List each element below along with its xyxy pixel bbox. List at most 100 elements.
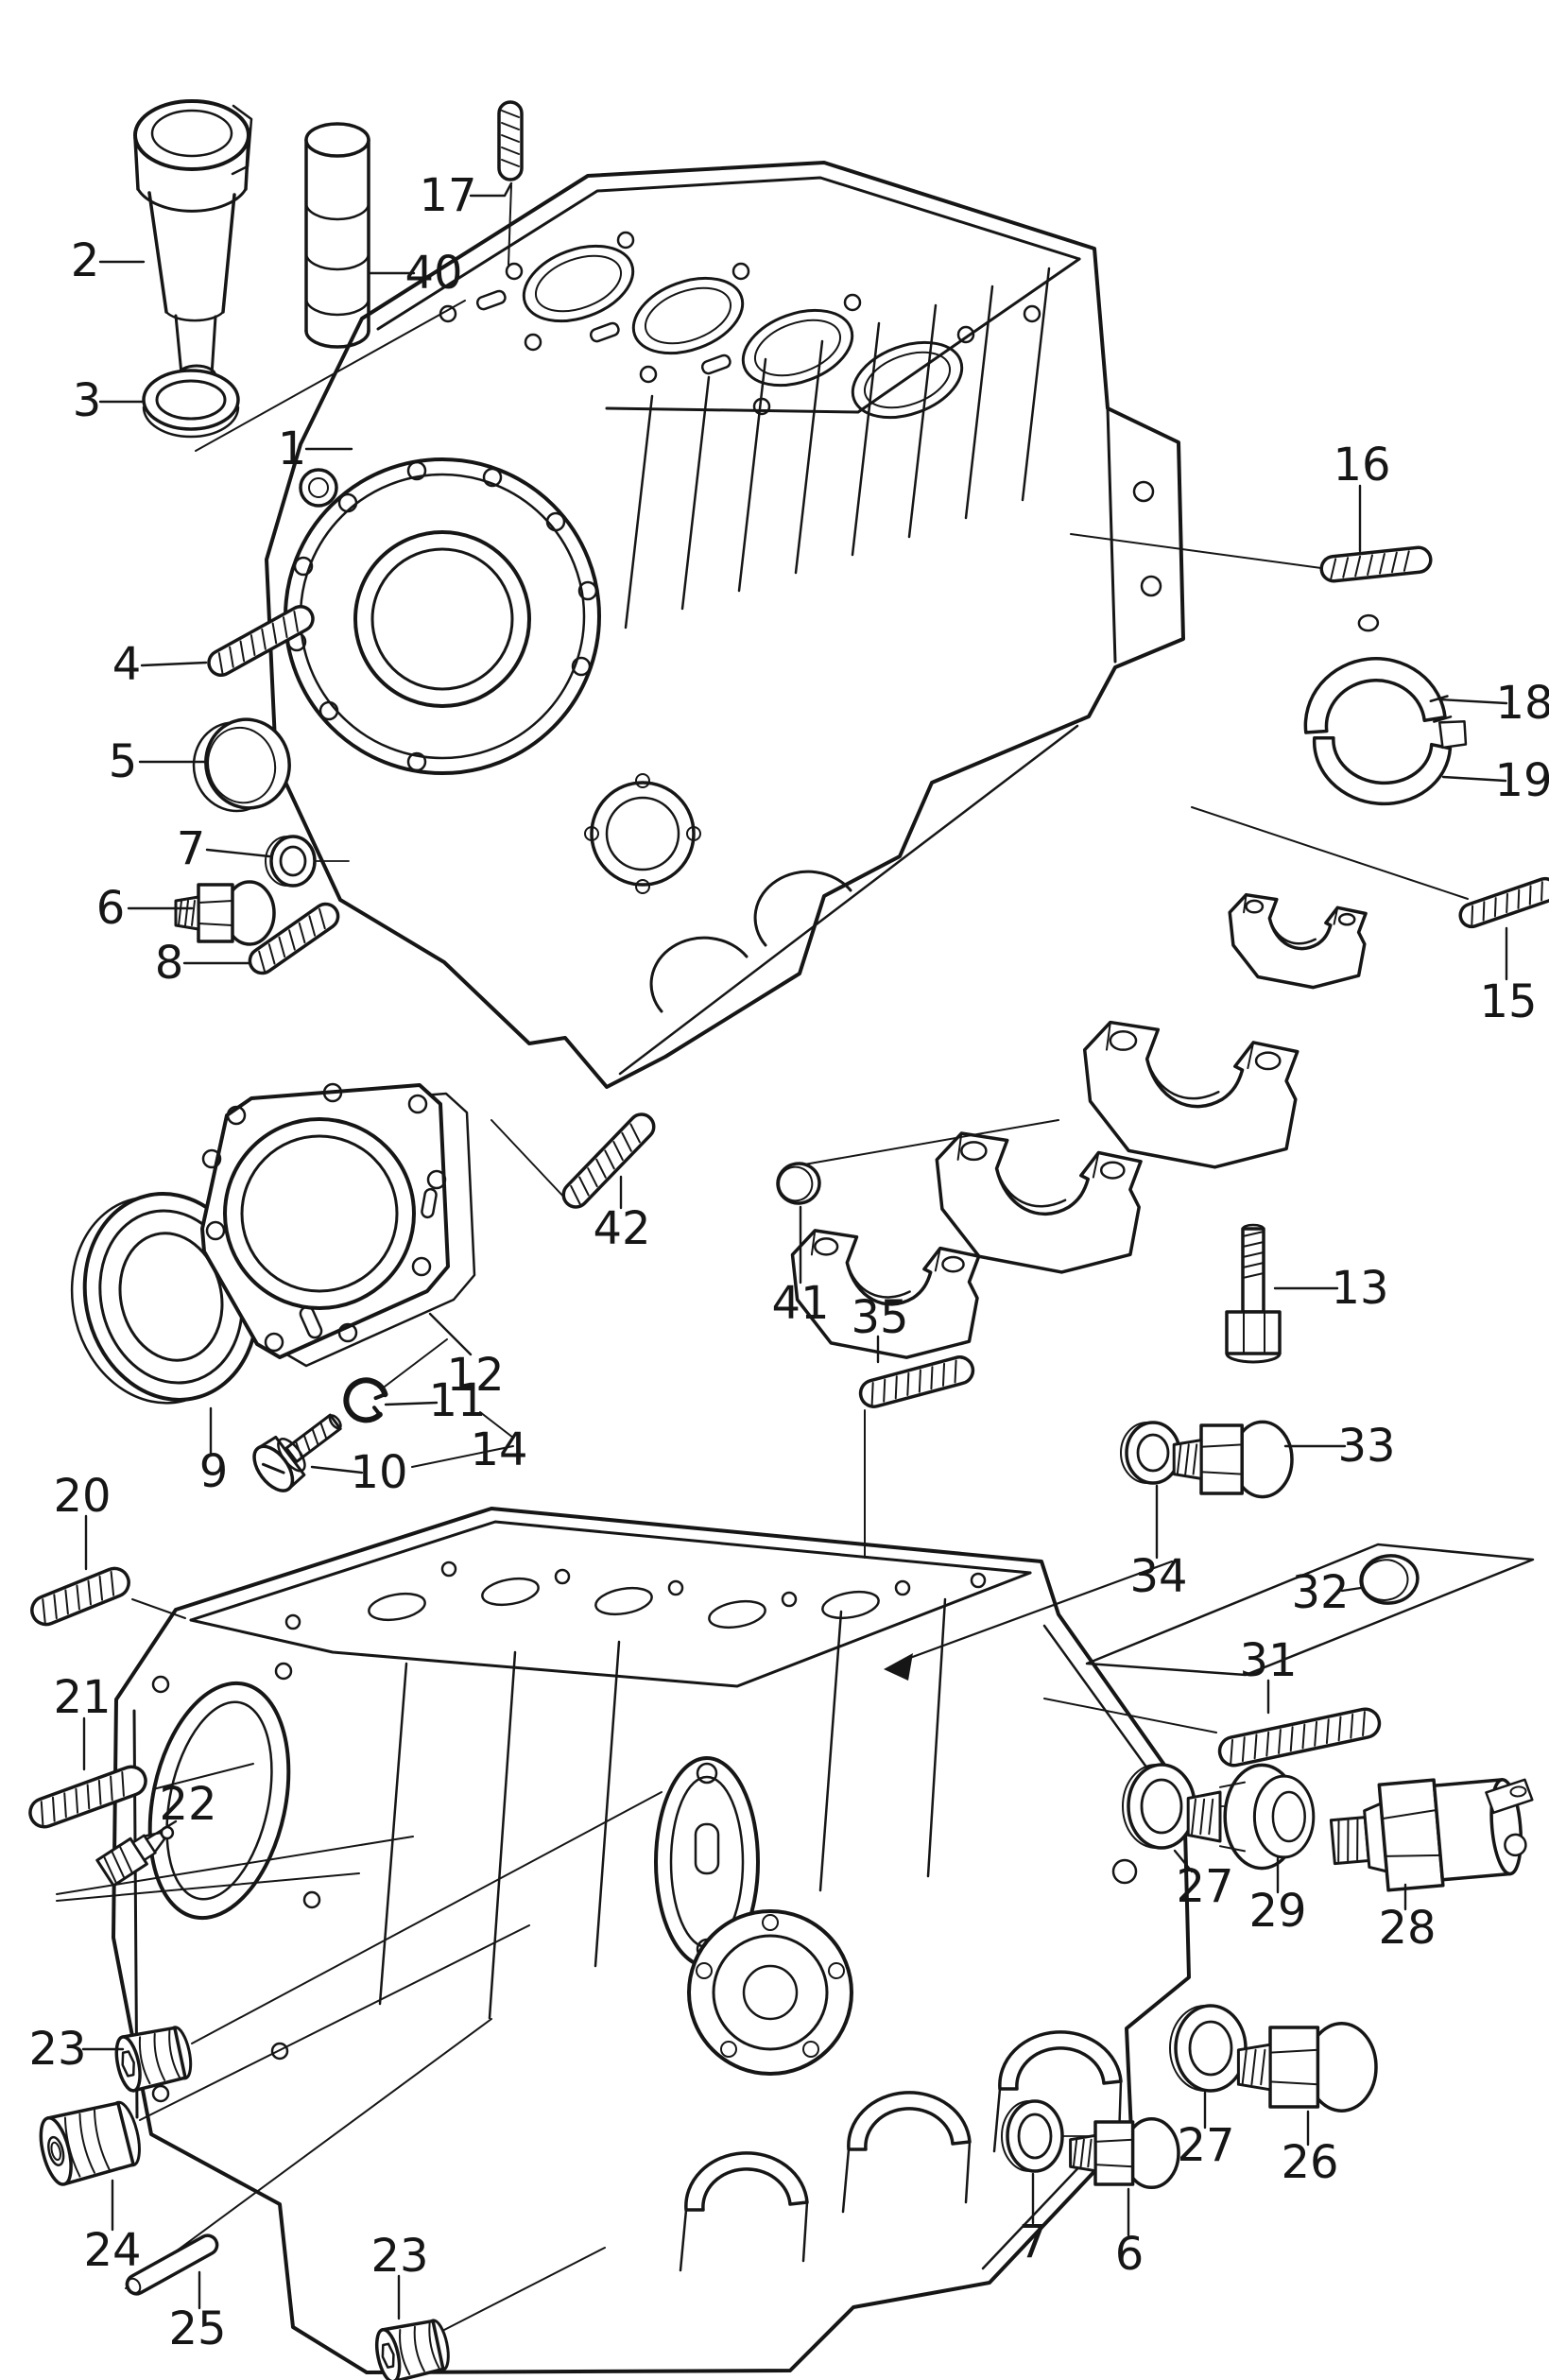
guide-line [444,2248,605,2330]
leader-line-10 [312,1467,362,1473]
part-plug-41 [775,1161,821,1206]
part-plug-29 [1188,1765,1314,1868]
part-plug-5 [184,711,299,820]
callout-18-bearing-shell-upper[interactable]: 18 [1495,677,1549,730]
part-cylinder-liner [135,101,251,387]
part-plug-33 [1174,1422,1292,1496]
leader-line-18 [1439,699,1506,703]
callout-40-liner-sleeve[interactable]: 40 [404,247,462,300]
guide-line [1044,1699,1216,1733]
pointer-line [900,1561,1172,1662]
callout-15-stud[interactable]: 15 [1479,975,1537,1028]
leader-line-27 [1175,1851,1192,1871]
callout-9-crankshaft-seal[interactable]: 9 [199,1445,229,1498]
part-plug-23b [372,2318,452,2380]
part-liner-seal-ring [144,371,238,437]
callout-22-oil-spray-jet[interactable]: 22 [159,1778,216,1831]
guide-line [381,1339,447,1389]
callout-27-seal-ring[interactable]: 27 [1177,2119,1234,2172]
callout-6-screw-plug[interactable]: 6 [96,882,126,935]
guide-line [132,1599,185,1618]
part-ring-7b [1002,2101,1106,2171]
leader-line-7 [207,850,269,856]
callout-17-stud[interactable]: 17 [419,169,476,222]
callout-3-liner-seal-ring[interactable]: 3 [73,374,102,427]
part-stud-17 [499,102,522,180]
guide-line [192,1792,662,2044]
callout-27-seal-ring[interactable]: 27 [1176,1860,1233,1913]
callout-11-retaining-clip[interactable]: 11 [428,1374,486,1427]
callout-10-screw[interactable]: 10 [350,1446,407,1499]
callout-35-stud[interactable]: 35 [851,1291,908,1344]
part-plug-23a [112,2024,195,2093]
callout-42-stud[interactable]: 42 [593,1202,650,1255]
callout-33-screw-plug[interactable]: 33 [1337,1420,1395,1473]
callout-20-stud[interactable]: 20 [53,1470,111,1523]
flywheel-flange-face [285,459,599,773]
callout-4-stud[interactable]: 4 [112,638,142,691]
leader-line-19 [1443,777,1506,781]
part-stud-8 [245,899,342,977]
part-ring-27a [1123,1765,1240,1848]
part-cap-32 [1358,1552,1420,1607]
callout-7-seal-ring[interactable]: 7 [177,822,206,875]
callout-14-fitting-set[interactable]: 14 [470,1423,527,1476]
block-side-ribs [626,268,1049,628]
guide-line [196,301,465,451]
timing-cavity [129,1664,319,2101]
callout-28-oil-pressure-switch[interactable]: 28 [1378,1902,1436,1955]
intermediate-flange [656,1758,758,1966]
deck-ports [286,1562,985,1631]
guide-line [1071,534,1321,568]
part-stud-15 [1457,875,1549,929]
callout-6-screw-plug[interactable]: 6 [1115,2228,1145,2281]
pointer-arrowhead-icon [884,1653,913,1681]
part-pin-25 [124,2233,220,2298]
guide-line [491,1120,567,1200]
part-stud-31 [1217,1706,1382,1768]
part-screw-10 [247,1399,353,1497]
leader-line-22 [146,1821,176,1839]
part-stud-35 [857,1354,975,1410]
callout-31-stud[interactable]: 31 [1239,1634,1297,1687]
callout-41-core-plug[interactable]: 41 [771,1277,829,1330]
callout-32-sealing-cap[interactable]: 32 [1291,1566,1349,1619]
part-stud-21 [26,1763,150,1831]
guide-line [412,1446,513,1467]
callout-7-seal-ring[interactable]: 7 [1019,2216,1048,2268]
callout-2-cylinder-liner[interactable]: 2 [71,234,100,287]
callout-24-screw-plug[interactable]: 24 [83,2224,141,2277]
callout-1-cylinder-block-upper[interactable]: 1 [278,423,307,475]
main-bearing-arches [680,2032,1121,2270]
guide-line [140,1925,529,2120]
callout-23-screw-plug[interactable]: 23 [370,2230,428,2283]
callout-13-bearing-cap-bolt[interactable]: 13 [1331,1262,1388,1315]
guide-line [508,185,511,265]
callout-25-dowel-pin[interactable]: 25 [168,2302,226,2355]
callout-23-screw-plug[interactable]: 23 [28,2023,86,2076]
part-bolt-13 [1227,1225,1280,1362]
assembly-guide-lines [57,185,1468,2330]
callout-29-screw-plug[interactable]: 29 [1248,1885,1306,1938]
option-panel-outline [1087,1544,1533,1675]
part-cylinder-block-upper [267,163,1183,1087]
leader-line-32 [1342,1588,1361,1591]
callout-8-stud[interactable]: 8 [155,937,184,990]
part-ring-7a [266,836,349,886]
callout-12-seal-flange[interactable]: 12 [446,1349,504,1402]
leader-line-4 [142,663,206,665]
callout-5-core-plug[interactable]: 5 [109,735,138,788]
crank-nose-bore [689,1911,852,2074]
callout-34-seal-ring[interactable]: 34 [1129,1550,1187,1603]
part-cylinder-block-lower [113,1509,1189,2372]
part-bearing-shell-lower [1308,706,1468,812]
callout-26-screw-plug[interactable]: 26 [1281,2136,1338,2189]
guide-line [57,1873,359,1901]
callout-16-stud[interactable]: 16 [1333,439,1390,492]
part-stud-16 [1320,546,1432,582]
callout-21-stud[interactable]: 21 [53,1671,111,1724]
leader-line-17 [471,183,511,196]
callout-19-bearing-shell-lower[interactable]: 19 [1494,754,1549,807]
